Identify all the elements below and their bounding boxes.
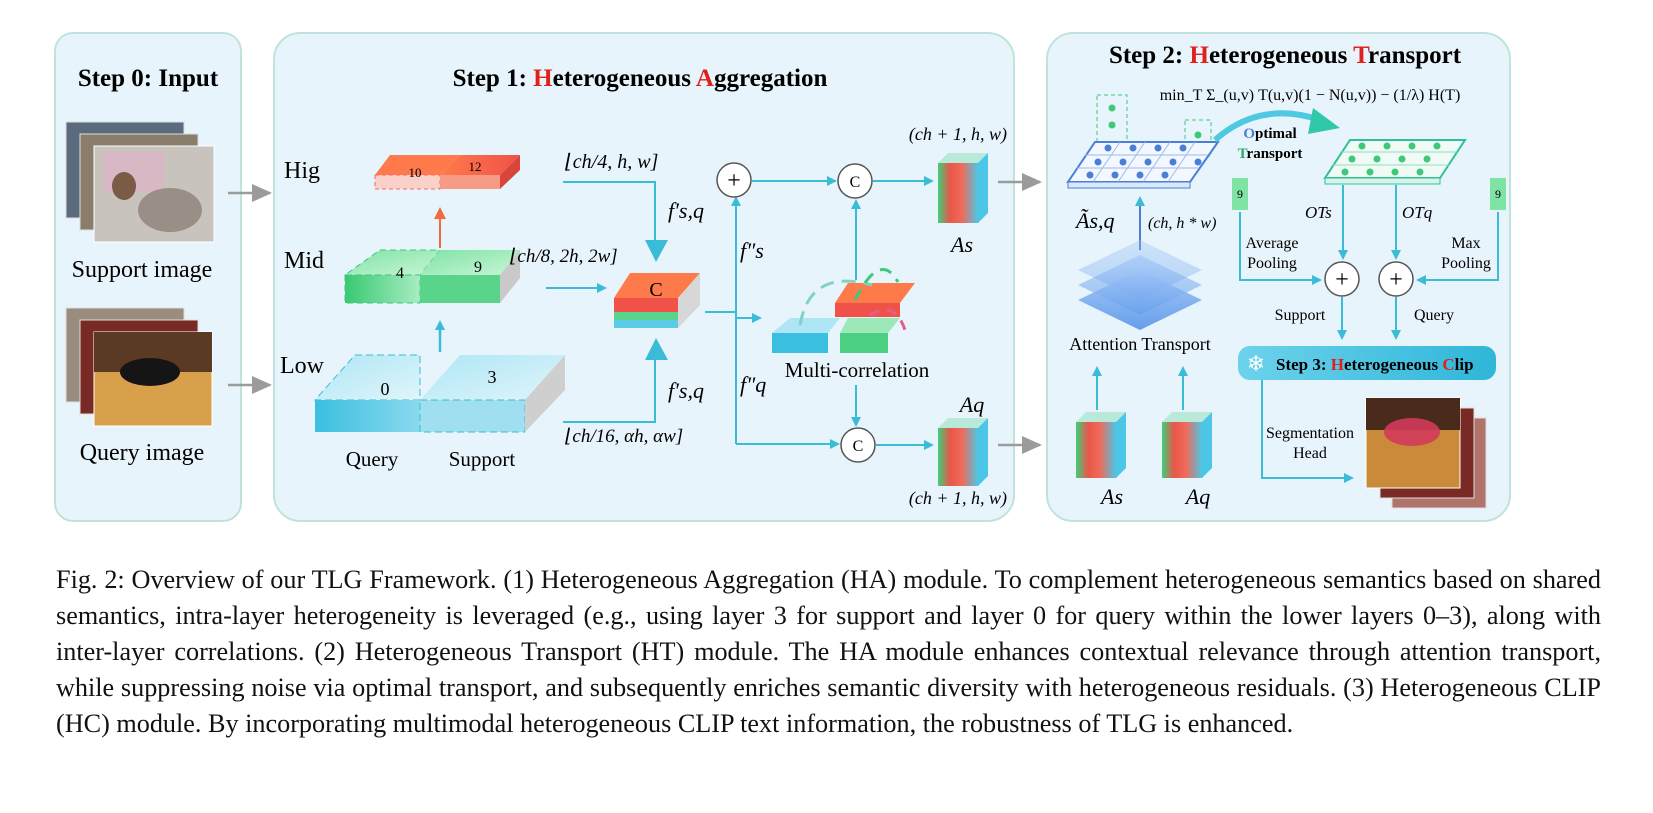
block-10: 10 (409, 165, 422, 180)
transport-grid (1323, 139, 1467, 185)
seg-head-label-2: Head (1293, 445, 1327, 462)
low-layer-blocks: 0 3 (313, 354, 565, 433)
Aq-feature-stack (938, 418, 988, 486)
attention-grid (1066, 94, 1220, 189)
ot-formula: min_T Σ_(u,v) T(u,v)(1 − N(u,v)) − (1/λ)… (1160, 87, 1461, 104)
dim-low: ⌊ch/16, αh, αw] (565, 426, 683, 447)
query-plus-symbol: + (1389, 267, 1403, 293)
f-sq-top: f′s,q (668, 198, 704, 223)
optimal-transport-arrow (1213, 110, 1321, 143)
block-12: 12 (469, 159, 482, 174)
max-pool-label-1: Max (1451, 235, 1480, 252)
seg-head-label-1: Segmentation (1266, 425, 1354, 442)
dim-mid: ⌊ch/8, 2h, 2w] (510, 246, 618, 267)
nine-token-right: 9 (1490, 178, 1506, 210)
svg-text:9: 9 (1495, 187, 1501, 201)
optimal-transport-arrowhead (1308, 108, 1340, 134)
low-to-concat-line (563, 355, 656, 423)
step0-title: Step 0: Input (78, 65, 219, 92)
support-image-stack (65, 121, 215, 243)
avg-pool-label-1: Average (1246, 235, 1299, 252)
support-plus-circle (1324, 261, 1360, 297)
block-3: 3 (488, 367, 497, 387)
low-query-label: Query (346, 447, 399, 471)
concat-cube: C (614, 273, 700, 328)
f-q-label: f″q (740, 372, 766, 397)
level-high-label: Hig (284, 158, 320, 184)
step2-As-stack (1076, 412, 1126, 478)
snowflake-icon: ❄ (1247, 351, 1265, 376)
segmentation-output-stack (1365, 397, 1487, 509)
query-image-label: Query image (80, 440, 205, 466)
query-image-stack (65, 307, 213, 427)
query-plus-circle (1378, 261, 1414, 297)
step3-bar (1238, 346, 1496, 380)
level-low-label: Low (280, 353, 325, 379)
high-layer-blocks: 10 12 (373, 155, 520, 190)
figure-caption: Fig. 2: Overview of our TLG Framework. (… (56, 565, 1601, 738)
mid-layer-blocks: 4 9 (343, 249, 520, 304)
ht-query-label: Query (1414, 307, 1454, 324)
step2-As-label: As (1099, 484, 1123, 509)
f-sq-bottom: f′s,q (668, 378, 704, 403)
support-plus-symbol: + (1335, 267, 1349, 293)
optimal-transport-label: Optimal (1243, 126, 1296, 142)
framework-diagram: Step 0: Input Support image Query image … (54, 32, 1511, 522)
f-s-label: f″s (740, 238, 764, 263)
attention-transport-pyramid (1078, 240, 1202, 330)
concat-label: C (649, 279, 662, 301)
step2-title: Step 2: Heterogeneous Transport (1109, 42, 1462, 69)
step2-Aq-stack (1162, 412, 1212, 478)
out-dim-top: (ch + 1, h, w) (909, 124, 1007, 145)
low-to-concat-arrowhead (645, 338, 668, 360)
step1-title: Step 1: Heterogeneous Aggregation (453, 65, 828, 92)
step1-Aq-label: Aq (958, 392, 984, 417)
avg-pool-label-2: Pooling (1247, 255, 1297, 272)
attention-transport-label: Attention Transport (1069, 334, 1211, 354)
max-pool-line (1416, 212, 1499, 285)
svg-text:9: 9 (1237, 187, 1243, 201)
Asq-dim: (ch, h * w) (1148, 215, 1216, 232)
block-0: 0 (381, 379, 390, 399)
As-feature-stack (938, 153, 988, 223)
max-pool-label-2: Pooling (1441, 255, 1491, 272)
block-4: 4 (396, 265, 404, 282)
ht-support-label: Support (1275, 307, 1326, 324)
multi-correlation-label: Multi-correlation (785, 358, 930, 382)
step1-As-label: As (949, 232, 973, 257)
avg-pool-line (1239, 212, 1322, 285)
level-mid-label: Mid (284, 248, 324, 274)
bottom-c-circle (840, 427, 876, 463)
support-image-label: Support image (72, 257, 213, 283)
high-to-concat-arrowhead (645, 240, 668, 262)
high-to-concat-line (563, 181, 656, 245)
step2-Aq-label: Aq (1184, 484, 1210, 509)
ot-q-label: OTq (1402, 203, 1433, 222)
top-c-symbol: C (850, 174, 861, 191)
dim-high: ⌊ch/4, h, w] (565, 151, 658, 173)
top-plus-symbol: + (727, 168, 741, 194)
bottom-c-symbol: C (853, 438, 864, 455)
top-plus-circle (716, 162, 752, 198)
low-support-label: Support (449, 447, 516, 471)
Asq-label: Ãs,q (1074, 208, 1115, 233)
ot-s-label: OTs (1305, 203, 1332, 222)
optimal-transport-label-2: Transport (1238, 146, 1303, 162)
top-c-circle (837, 163, 873, 199)
multi-correlation-block (772, 268, 915, 353)
nine-token-left: 9 (1232, 178, 1248, 210)
out-dim-bottom: (ch + 1, h, w) (909, 488, 1007, 509)
seg-head-line (1261, 380, 1354, 483)
block-9: 9 (474, 259, 482, 276)
step3-title: Step 3: Heterogeneous Clip (1276, 355, 1474, 374)
